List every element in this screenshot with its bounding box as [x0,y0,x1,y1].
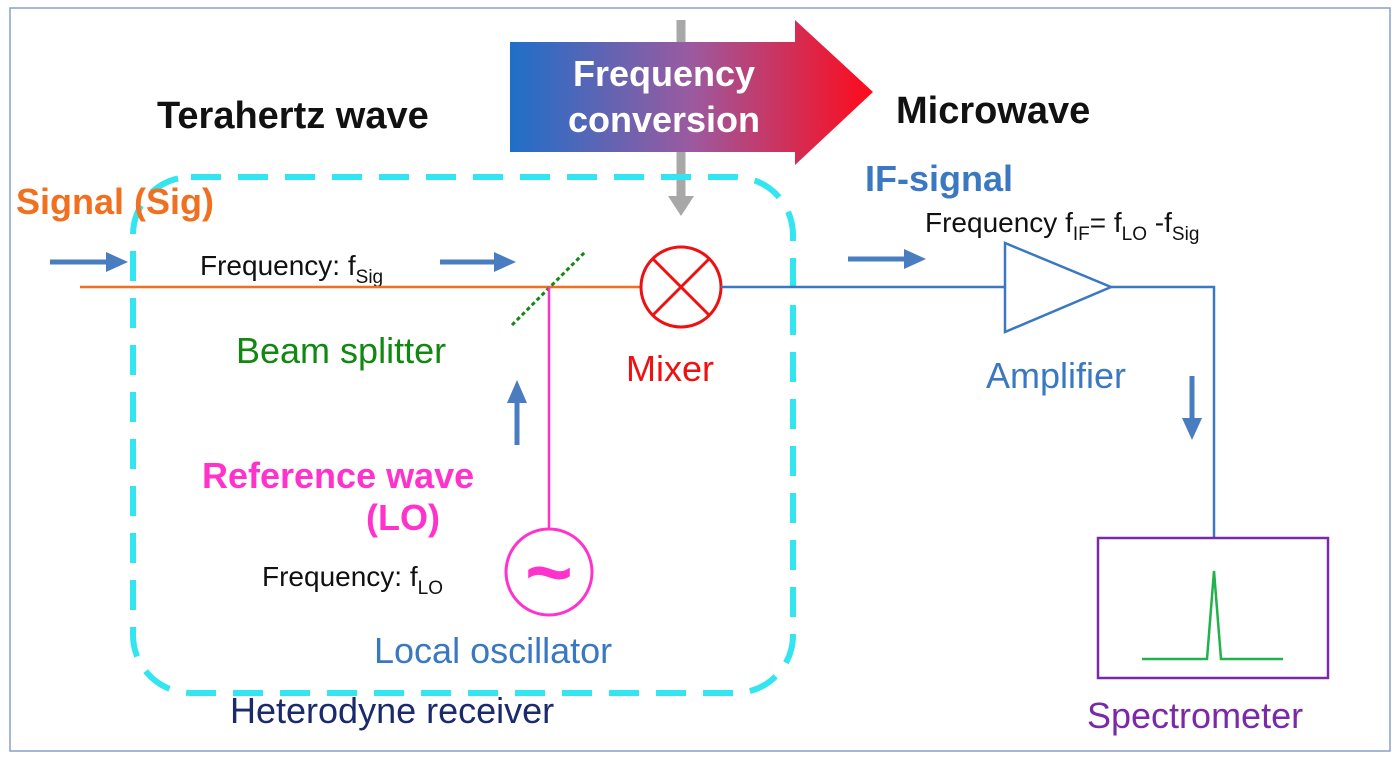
if-signal-label: IF-signal [865,158,1013,199]
local-oscillator-label: Local oscillator [374,630,612,671]
mixer-icon [639,245,723,329]
freq-sig-label: Frequency: fSig [200,250,383,288]
conversion-label-line2: conversion [568,99,760,140]
signal-path-arrow [440,252,516,272]
spectrometer-label: Spectrometer [1087,695,1303,736]
spectrometer-down-arrow [1182,376,1202,440]
if-arrow [848,249,926,269]
conversion-label-line1: Frequency [573,53,755,94]
lo-label: (LO) [366,497,440,538]
beam-splitter-label: Beam splitter [236,330,446,371]
signal-input-arrow [50,252,128,272]
amplifier-icon [1003,241,1115,334]
terahertz-wave-label: Terahertz wave [157,95,429,137]
oscillator-tilde-icon: ~ [525,527,573,618]
spectrum-peak [1142,570,1283,661]
amplifier-label: Amplifier [986,355,1126,396]
if-line-to-spectrometer [1111,285,1216,538]
reference-wave-label: Reference wave [202,455,474,496]
spectrometer-box [1096,536,1330,680]
oscillator-circle [504,527,594,617]
outer-frame [9,7,1391,752]
signal-label: Signal (Sig) [16,181,214,222]
freq-lo-label: Frequency: fLO [262,561,443,599]
freq-if-label: Frequency fIF= fLO -fSig [925,207,1199,245]
microwave-label: Microwave [896,90,1090,132]
frequency-conversion-arrow [510,20,873,165]
lo-up-arrow [507,380,527,445]
heterodyne-receiver-label: Heterodyne receiver [230,690,554,731]
mixer-label: Mixer [626,348,714,389]
